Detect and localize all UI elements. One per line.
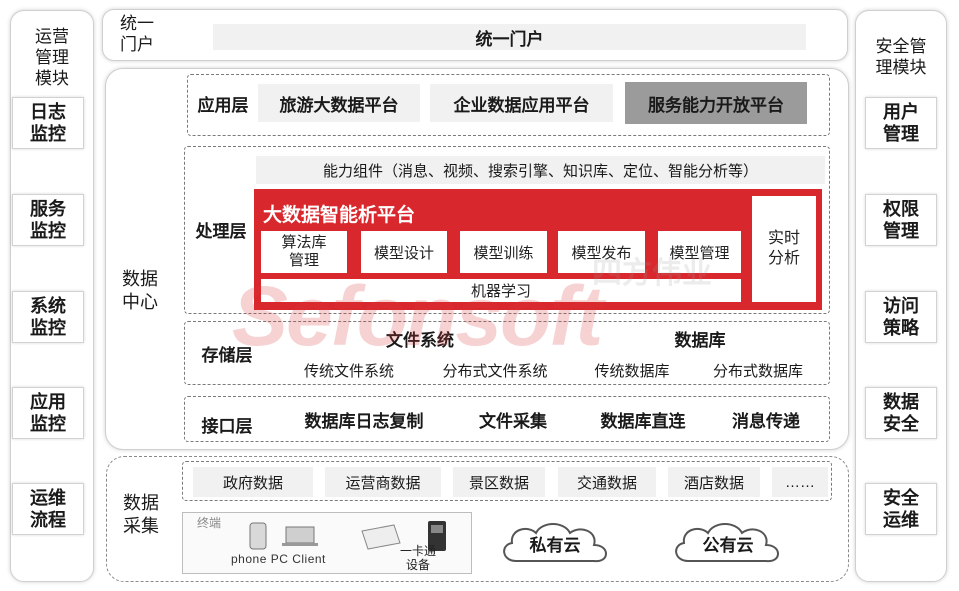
phone-icon [249, 522, 267, 550]
right-item-data-security[interactable]: 数据 安全 [865, 387, 937, 439]
module-model-management[interactable]: 模型管理 [658, 231, 741, 273]
left-item-app-monitor[interactable]: 应用 监控 [12, 387, 84, 439]
storage-group-file-system: 文件系统 [386, 331, 454, 350]
platform-enterprise[interactable]: 企业数据应用平台 [430, 84, 613, 122]
module-realtime-analysis[interactable]: 实时 分析 [752, 196, 816, 302]
terminal-devices-text: phone PC Client [231, 552, 326, 566]
source-hotel[interactable]: 酒店数据 [668, 467, 760, 497]
module-model-design[interactable]: 模型设计 [361, 231, 447, 273]
source-more: …… [772, 467, 828, 497]
data-collection-panel [106, 456, 849, 582]
app-layer-label: 应用层 [197, 95, 249, 115]
private-cloud-label[interactable]: 私有云 [529, 535, 581, 555]
card-icon [361, 524, 401, 550]
processing-layer-frame [184, 146, 830, 314]
capability-components: 能力组件（消息、视频、搜索引擎、知识库、定位、智能分析等） [256, 156, 825, 184]
source-scenic-spot[interactable]: 景区数据 [453, 467, 545, 497]
public-cloud-label[interactable]: 公有云 [702, 535, 754, 555]
app-layer-frame [187, 74, 830, 136]
interface-message-passing[interactable]: 消息传递 [732, 411, 800, 431]
storage-layer-label: 存储层 [201, 345, 253, 365]
right-item-user-management[interactable]: 用户 管理 [865, 97, 937, 149]
terminal-tag: 终端 [197, 516, 222, 530]
left-item-log-monitor[interactable]: 日志 监控 [12, 97, 84, 149]
private-cloud-icon [503, 523, 607, 563]
platform-tourism[interactable]: 旅游大数据平台 [258, 84, 420, 122]
storage-layer-frame [184, 321, 830, 385]
data-sources-frame [182, 461, 832, 501]
portal-label: 统一 门户 [120, 14, 154, 54]
terminal-frame [182, 512, 472, 574]
interface-db-log-replication[interactable]: 数据库日志复制 [304, 411, 424, 431]
storage-traditional-db[interactable]: 传统数据库 [594, 362, 670, 380]
platform-service-open[interactable]: 服务能力开放平台 [625, 82, 807, 124]
terminal-card-device: 一卡通 设备 [399, 544, 436, 572]
storage-group-database: 数据库 [674, 331, 726, 350]
left-item-system-monitor[interactable]: 系统 监控 [12, 291, 84, 343]
left-item-service-monitor[interactable]: 服务 监控 [12, 194, 84, 246]
processing-layer-label: 处理层 [195, 221, 247, 241]
module-machine-learning[interactable]: 机器学习 [261, 279, 741, 302]
ops-management-title: 运营 管理 模块 [35, 27, 69, 88]
storage-distributed-db[interactable]: 分布式数据库 [712, 362, 803, 380]
bigdata-platform-title: 大数据智能析平台 [263, 205, 416, 226]
interface-layer-label: 接口层 [201, 416, 253, 436]
storage-distributed-fs[interactable]: 分布式文件系统 [442, 362, 548, 380]
source-traffic[interactable]: 交通数据 [558, 467, 656, 497]
portal-bar[interactable]: 统一门户 [213, 24, 806, 50]
security-management-title: 安全管 理模块 [875, 37, 927, 77]
interface-layer-frame [184, 396, 830, 442]
source-operator[interactable]: 运营商数据 [325, 467, 441, 497]
module-model-release[interactable]: 模型发布 [558, 231, 645, 273]
storage-traditional-fs[interactable]: 传统文件系统 [303, 362, 394, 380]
interface-db-direct[interactable]: 数据库直连 [600, 411, 686, 431]
source-government[interactable]: 政府数据 [193, 467, 313, 497]
public-cloud-icon [675, 523, 779, 563]
module-model-training[interactable]: 模型训练 [460, 231, 547, 273]
right-item-security-ops[interactable]: 安全 运维 [865, 483, 937, 535]
watermark-brand: Sefonsoft [232, 269, 603, 363]
terminal-devices-graphic [249, 521, 446, 551]
data-center-label: 数据 中心 [122, 269, 158, 312]
right-item-permission-management[interactable]: 权限 管理 [865, 194, 937, 246]
module-algorithm-library[interactable]: 算法库 管理 [261, 231, 347, 273]
left-item-ops-process[interactable]: 运维 流程 [12, 483, 84, 535]
right-item-access-policy[interactable]: 访问 策略 [865, 291, 937, 343]
laptop-icon [285, 526, 315, 544]
watermark-cn: 四方伟业 [592, 257, 712, 290]
interface-file-collection[interactable]: 文件采集 [479, 411, 547, 431]
data-collection-label: 数据 采集 [123, 493, 159, 536]
